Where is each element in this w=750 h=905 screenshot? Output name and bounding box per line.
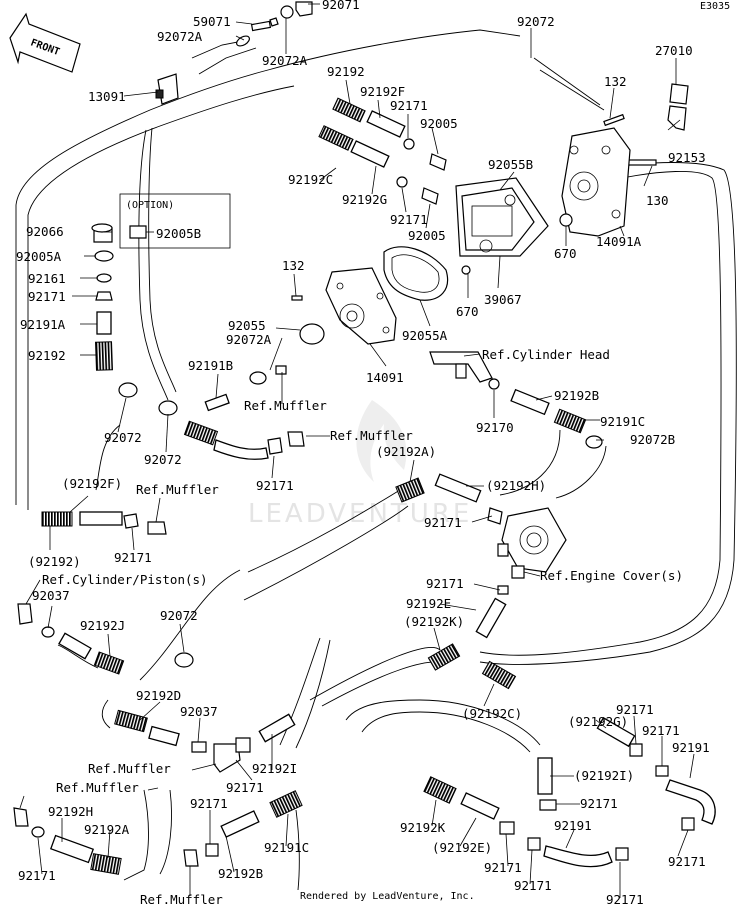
label-92072a: 92072A bbox=[157, 29, 203, 44]
label-92072a: 92072A bbox=[262, 53, 308, 68]
label-670: 670 bbox=[456, 304, 479, 319]
label-59071: 59071 bbox=[193, 14, 231, 29]
ref-cylinder-head: Ref.Cylinder Head bbox=[482, 347, 610, 362]
label-92171: 92171 bbox=[18, 868, 56, 883]
label-92191: 92191 bbox=[672, 740, 710, 755]
label-92192k: 92192K bbox=[400, 820, 446, 835]
label-92037: 92037 bbox=[32, 588, 70, 603]
label-92192: 92192 bbox=[28, 348, 66, 363]
label-92072b: 92072B bbox=[630, 432, 675, 447]
label-92072: 92072 bbox=[517, 14, 555, 29]
label-92171: 92171 bbox=[114, 550, 152, 565]
label-92071: 92071 bbox=[322, 0, 360, 12]
label-92171: 92171 bbox=[426, 576, 464, 591]
ref-muffler: Ref.Muffler bbox=[88, 761, 171, 776]
label-14091a: 14091A bbox=[596, 234, 642, 249]
label-92171: 92171 bbox=[606, 892, 644, 905]
label-92192e-paren: (92192E) bbox=[432, 840, 492, 855]
label-92191c-paren: 92191C bbox=[600, 414, 645, 429]
ref-muffler: Ref.Muffler bbox=[244, 398, 327, 413]
ref-engine-cover: Ref.Engine Cover(s) bbox=[540, 568, 683, 583]
diagram-code: E3035 bbox=[700, 1, 730, 12]
ref-muffler: Ref.Muffler bbox=[140, 892, 223, 905]
label-92072a: 92072A bbox=[226, 332, 272, 347]
ref-muffler: Ref.Muffler bbox=[330, 428, 413, 443]
label-92192c: 92192C bbox=[288, 172, 333, 187]
label-92191: 92191 bbox=[554, 818, 592, 833]
watermark: LEADVENTURE bbox=[248, 400, 472, 529]
ref-muffler: Ref.Muffler bbox=[56, 780, 139, 795]
label-92192-paren: (92192) bbox=[28, 554, 81, 569]
label-92171: 92171 bbox=[424, 515, 462, 530]
label-92037: 92037 bbox=[180, 704, 218, 719]
footer-credit: Rendered by LeadVenture, Inc. bbox=[300, 891, 475, 902]
label-92005a: 92005A bbox=[16, 249, 62, 264]
label-92161: 92161 bbox=[28, 271, 66, 286]
option-label: (OPTION) bbox=[126, 200, 174, 211]
label-92171: 92171 bbox=[642, 723, 680, 738]
label-92192a-paren: (92192A) bbox=[376, 444, 436, 459]
label-13091: 13091 bbox=[88, 89, 126, 104]
leader-lines bbox=[19, 3, 695, 898]
label-92191b: 92191B bbox=[188, 358, 233, 373]
label-92191c: 92191C bbox=[264, 840, 309, 855]
label-92192f: 92192F bbox=[360, 84, 405, 99]
label-92005: 92005 bbox=[420, 116, 458, 131]
label-92171: 92171 bbox=[580, 796, 618, 811]
label-92192e: 92192E bbox=[406, 596, 451, 611]
label-92055a: 92055A bbox=[402, 328, 448, 343]
label-92192j: 92192J bbox=[80, 618, 125, 633]
label-92171: 92171 bbox=[390, 212, 428, 227]
label-92192b-paren: 92192B bbox=[554, 388, 599, 403]
label-92055b: 92055B bbox=[488, 157, 533, 172]
label-92072: 92072 bbox=[160, 608, 198, 623]
label-132: 132 bbox=[604, 74, 627, 89]
label-92153: 92153 bbox=[668, 150, 706, 165]
label-92072: 92072 bbox=[144, 452, 182, 467]
label-92171: 92171 bbox=[226, 780, 264, 795]
parts bbox=[13, 1, 716, 875]
label-92005: 92005 bbox=[408, 228, 446, 243]
front-arrow-icon: FRONT bbox=[9, 12, 81, 73]
ref-cylinder-piston: Ref.Cylinder/Piston(s) bbox=[42, 572, 208, 587]
part-labels: 59071 92071 92072A 92072A 92072 27010 13… bbox=[16, 0, 710, 905]
label-92072: 92072 bbox=[104, 430, 142, 445]
label-92192a: 92192A bbox=[84, 822, 130, 837]
label-92192f-paren: (92192F) bbox=[62, 476, 122, 491]
label-92171: 92171 bbox=[514, 878, 552, 893]
label-92191a: 92191A bbox=[20, 317, 66, 332]
label-92192k-paren: (92192K) bbox=[404, 614, 464, 629]
label-92192d: 92192D bbox=[136, 688, 181, 703]
label-92171: 92171 bbox=[484, 860, 522, 875]
label-92171: 92171 bbox=[390, 98, 428, 113]
label-92192g-paren: (92192G) bbox=[568, 714, 628, 729]
label-92171: 92171 bbox=[28, 289, 66, 304]
label-92171: 92171 bbox=[668, 854, 706, 869]
label-92192b: 92192B bbox=[218, 866, 263, 881]
label-92192h: 92192H bbox=[48, 804, 93, 819]
label-27010: 27010 bbox=[655, 43, 693, 58]
label-92055: 92055 bbox=[228, 318, 266, 333]
label-130: 130 bbox=[646, 193, 669, 208]
label-92171: 92171 bbox=[190, 796, 228, 811]
label-92066: 92066 bbox=[26, 224, 64, 239]
svg-text:LEADVENTURE: LEADVENTURE bbox=[248, 499, 472, 529]
ref-muffler: Ref.Muffler bbox=[136, 482, 219, 497]
label-92192c-paren: (92192C) bbox=[462, 706, 522, 721]
label-92005b: 92005B bbox=[156, 226, 201, 241]
label-670: 670 bbox=[554, 246, 577, 261]
label-92192: 92192 bbox=[327, 64, 365, 79]
label-92192h-paren: (92192H) bbox=[486, 478, 546, 493]
label-39067: 39067 bbox=[484, 292, 522, 307]
label-14091: 14091 bbox=[366, 370, 404, 385]
label-92192i-paren: (92192I) bbox=[574, 768, 634, 783]
label-132: 132 bbox=[282, 258, 305, 273]
label-92171: 92171 bbox=[616, 702, 654, 717]
label-92171: 92171 bbox=[256, 478, 294, 493]
label-92170: 92170 bbox=[476, 420, 514, 435]
label-92192g: 92192G bbox=[342, 192, 387, 207]
label-92192i: 92192I bbox=[252, 761, 297, 776]
